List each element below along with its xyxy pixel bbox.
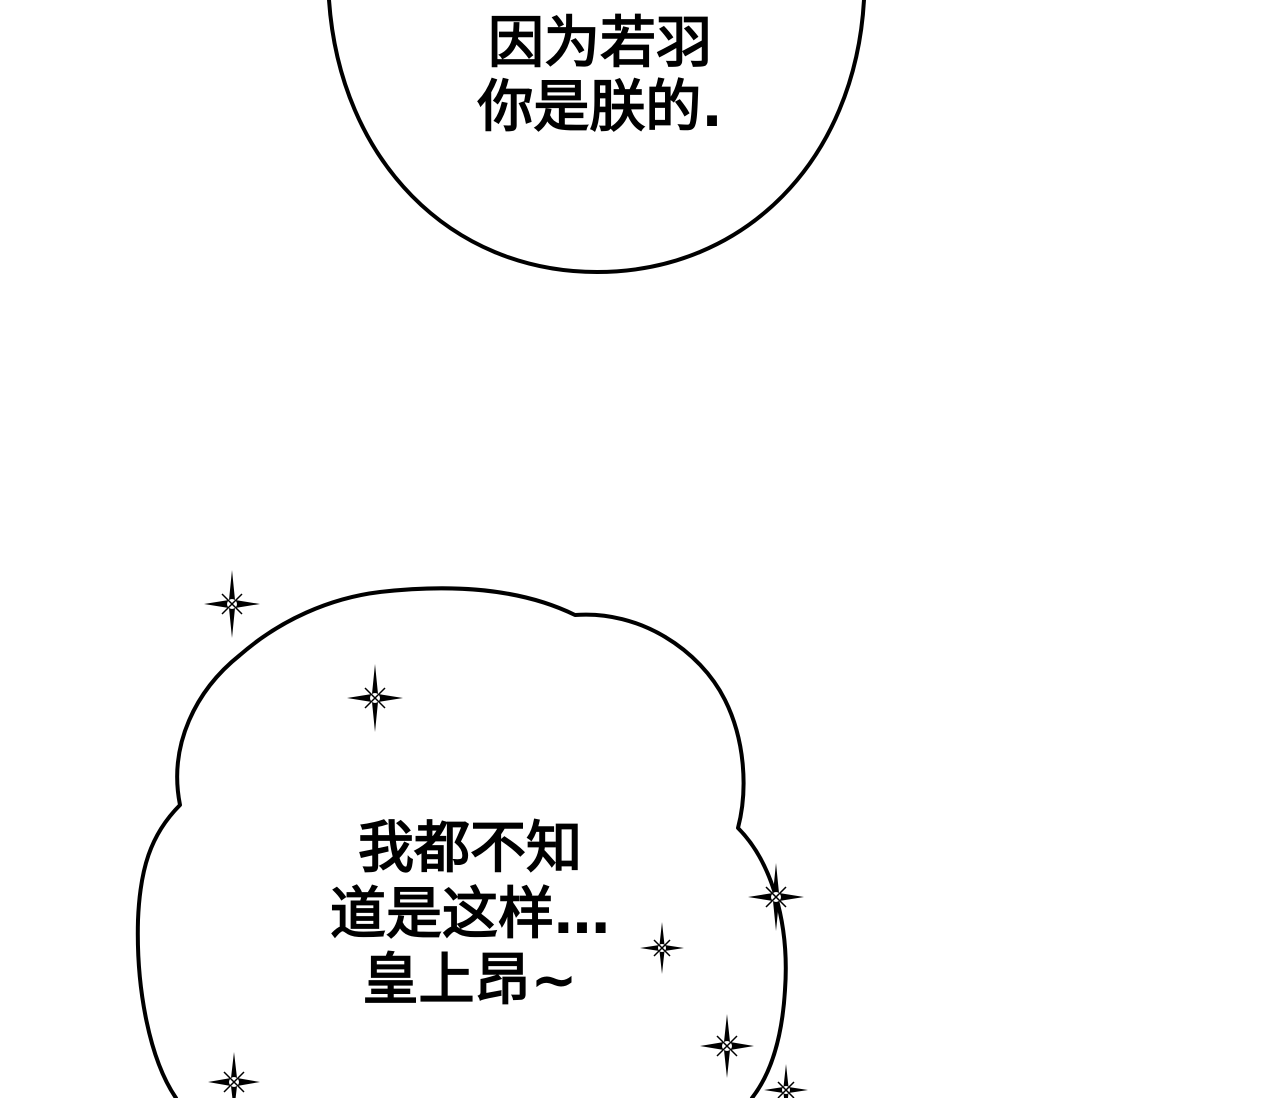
speech-line: 因为若羽 bbox=[488, 11, 712, 76]
sparkle-icon bbox=[764, 1064, 808, 1098]
sparkle-icon bbox=[640, 922, 684, 974]
sparkle-icon bbox=[208, 1052, 260, 1098]
speech-line: 道是这样… bbox=[330, 882, 610, 947]
sparkle-icon bbox=[347, 664, 403, 732]
speech-bubble-top bbox=[327, 0, 866, 275]
speech-line: 你是朕的. bbox=[477, 75, 723, 140]
sparkle-icon bbox=[204, 570, 260, 638]
speech-text-top: 因为若羽 你是朕的. bbox=[420, 12, 780, 140]
speech-line: 我都不知 bbox=[358, 816, 582, 881]
speech-text-bottom: 我都不知 道是这样… 皇上昂~ bbox=[290, 816, 650, 1014]
sparkle-icon bbox=[700, 1014, 754, 1078]
speech-line: 皇上昂~ bbox=[362, 948, 578, 1013]
speech-bubble-bottom bbox=[135, 586, 788, 1098]
sparkle-icon bbox=[748, 863, 804, 931]
